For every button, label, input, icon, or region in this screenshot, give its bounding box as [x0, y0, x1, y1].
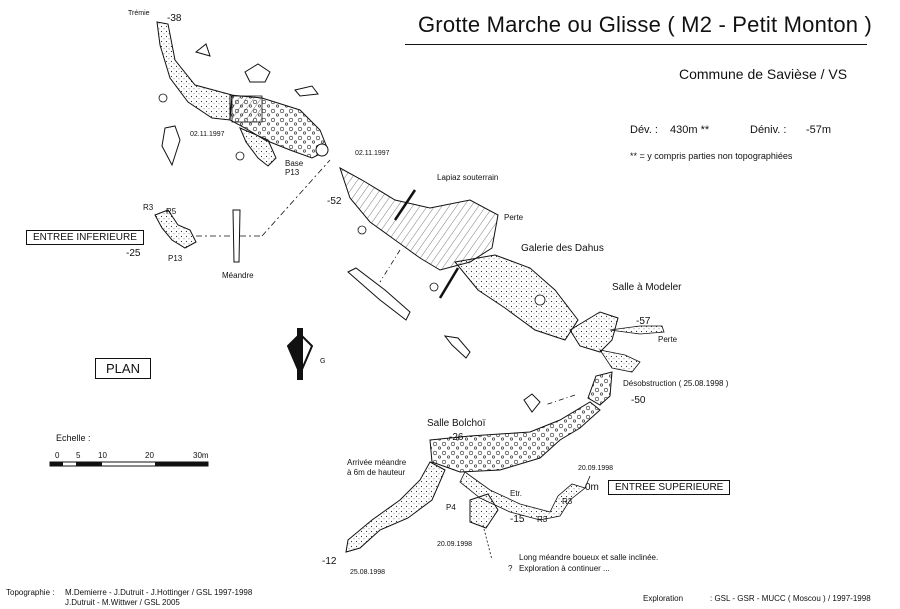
dev-value: 430m ** — [670, 124, 710, 136]
passage-base-p13 — [239, 127, 329, 167]
label-arrivee-1: Arrivée méandre — [347, 458, 407, 467]
topo-label: Topographie : — [6, 588, 55, 597]
scale-tick: 30m — [193, 451, 209, 460]
title-underline — [405, 44, 867, 45]
depth-label: -52 — [327, 196, 342, 207]
map-title: Grotte Marche ou Glisse ( M2 - Petit Mon… — [418, 12, 873, 37]
scale-tick: 0 — [55, 451, 60, 460]
entree-inferieure-box: ENTREE INFERIEURE — [26, 230, 144, 245]
survey-date: 20.09.1998 — [578, 465, 614, 472]
label-meandre: Méandre — [222, 271, 254, 280]
plan-box: PLAN — [95, 358, 151, 379]
passage-tremie — [156, 21, 233, 121]
passage-salle-a-modeler — [569, 311, 665, 373]
scale-bar — [49, 461, 209, 467]
label-galerie-des-dahus: Galerie des Dahus — [521, 243, 604, 254]
depth-label: -50 — [631, 395, 646, 406]
label-r3: R3 — [143, 203, 154, 212]
depth-label: 0m — [585, 482, 599, 493]
label-perte: Perte — [504, 213, 524, 222]
passage-lapiaz — [339, 166, 499, 299]
label-question: ? — [508, 564, 513, 573]
label-tremie: Trémie — [128, 10, 150, 17]
passage-desobstruction — [587, 371, 613, 406]
label-r3: R3 — [537, 515, 548, 524]
depth-label: -15 — [510, 514, 525, 525]
survey-date: 02.11.1997 — [355, 150, 390, 157]
passage-salle-bolchoi — [429, 393, 601, 473]
survey-date: 20.09.1998 — [437, 541, 473, 548]
depth-label: -38 — [167, 13, 182, 24]
topo-line-1: M.Demierre - J.Dutruit - J.Hottinger / G… — [65, 588, 253, 597]
depth-label: -26 — [449, 432, 464, 443]
passage-entree-inferieure — [154, 159, 331, 263]
label-long-meandre: Long méandre boueux et salle inclinée. — [519, 553, 659, 562]
dev-label: Dév. : — [630, 124, 658, 136]
label-base: Base — [285, 159, 304, 168]
scale-tick: 5 — [76, 451, 81, 460]
commune-label: Commune de Savièse / VS — [679, 66, 848, 82]
label-p13: P13 — [285, 168, 300, 177]
isolated-meanders — [347, 267, 471, 359]
entree-superieure-box: ENTREE SUPERIEURE — [608, 480, 731, 495]
passage-galerie-des-dahus — [454, 254, 579, 341]
depth-label: -57 — [636, 316, 651, 327]
label-etr: Etr. — [510, 489, 523, 498]
label-r5: R5 — [166, 207, 177, 216]
passage-entree-superieure — [459, 471, 586, 521]
label-perte: Perte — [658, 335, 678, 344]
topo-line-2: J.Dutruit - M.Wittwer / GSL 2005 — [65, 598, 180, 607]
label-r3: R3 — [562, 497, 573, 506]
survey-date: 25.08.1998 — [350, 569, 386, 576]
passage-upper-gallery — [229, 94, 329, 159]
scale-tick: 20 — [145, 451, 154, 460]
depth-label: -25 — [126, 248, 141, 259]
scale-title: Echelle : — [56, 433, 91, 443]
label-desobstruction: Désobstruction ( 25.08.1998 ) — [623, 379, 729, 388]
north-g-label: G — [320, 358, 326, 365]
label-salle-bolchoi: Salle Bolchoï — [427, 418, 486, 429]
explo-label: Exploration — [643, 594, 684, 603]
label-exploration-continuer: Exploration à continuer ... — [519, 564, 610, 573]
explo-text: : GSL - GSR - MUCC ( Moscou ) / 1997-199… — [710, 594, 871, 603]
label-arrivee-2: à 6m de hauteur — [347, 468, 406, 477]
connection-lines — [379, 249, 591, 561]
north-arrow-icon — [286, 328, 314, 380]
label-p13-inf: P13 — [168, 254, 183, 263]
depth-label: -12 — [322, 556, 337, 567]
footnote: ** = y compris parties non topographiées — [630, 151, 793, 161]
label-salle-a-modeler: Salle à Modeler — [612, 282, 682, 293]
label-lapiaz: Lapiaz souterrain — [437, 173, 499, 182]
label-p4: P4 — [446, 503, 456, 512]
deniv-value: -57m — [806, 124, 832, 136]
deniv-label: Déniv. : — [750, 124, 787, 136]
scale-tick: 10 — [98, 451, 107, 460]
side-chambers — [158, 43, 439, 292]
survey-date: 02.11.1997 — [190, 131, 225, 138]
